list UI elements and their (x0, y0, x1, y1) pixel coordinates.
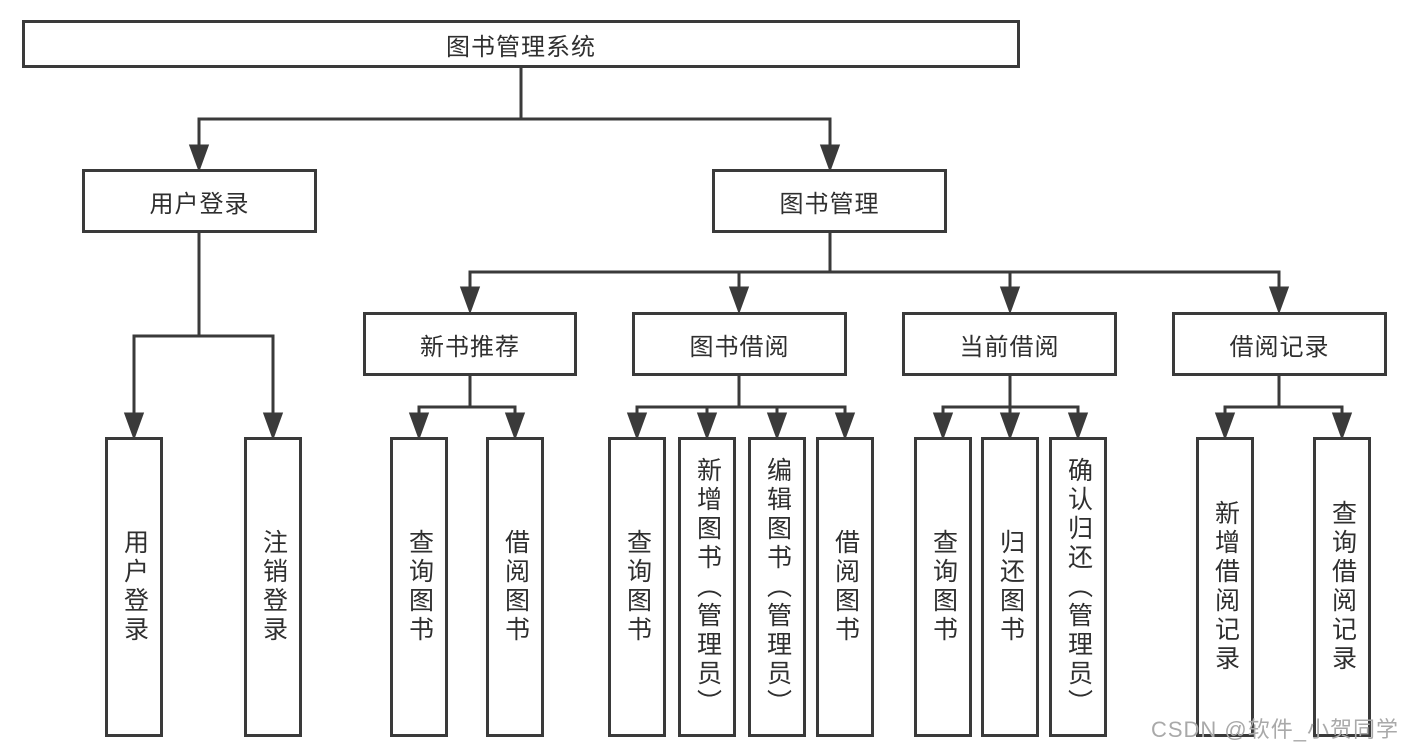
node-current-borrow-label: 当前借阅 (959, 333, 1060, 361)
node-new-book-recommend-label: 新书推荐 (420, 333, 520, 361)
node-book-borrow: 图书借阅 (632, 312, 847, 376)
leaf-user-login: 用户登录 (105, 437, 163, 737)
node-borrow-records: 借阅记录 (1172, 312, 1387, 376)
leaf-user-login-label: 用户登录 (120, 529, 149, 645)
leaf-borrow-query-books: 查询图书 (608, 437, 666, 737)
node-root-system-label: 图书管理系统 (446, 33, 596, 61)
leaf-add-book-admin: 新增图书（管理员） (678, 437, 736, 737)
leaf-logout: 注销登录 (244, 437, 302, 737)
leaf-current-query-books: 查询图书 (914, 437, 972, 737)
leaf-recommend-borrow-books: 借阅图书 (486, 437, 544, 737)
node-user-login: 用户登录 (82, 169, 317, 233)
node-borrow-records-label: 借阅记录 (1229, 333, 1330, 361)
leaf-recommend-query-books-label: 查询图书 (405, 529, 434, 645)
node-new-book-recommend: 新书推荐 (363, 312, 577, 376)
leaf-add-book-admin-label: 新增图书（管理员） (693, 456, 722, 718)
node-book-management-label: 图书管理 (779, 190, 880, 218)
leaf-borrow-book-label: 借阅图书 (831, 529, 860, 645)
leaf-add-borrow-record: 新增借阅记录 (1196, 437, 1254, 737)
leaf-borrow-book: 借阅图书 (816, 437, 874, 737)
leaf-confirm-return-admin-label: 确认归还（管理员） (1064, 456, 1093, 718)
leaf-current-query-books-label: 查询图书 (929, 529, 958, 645)
leaf-recommend-borrow-books-label: 借阅图书 (501, 529, 530, 645)
leaf-return-book: 归还图书 (981, 437, 1039, 737)
leaf-confirm-return-admin: 确认归还（管理员） (1049, 437, 1107, 737)
leaf-query-borrow-record-label: 查询借阅记录 (1328, 500, 1357, 674)
node-book-borrow-label: 图书借阅 (689, 333, 790, 361)
leaf-recommend-query-books: 查询图书 (390, 437, 448, 737)
leaf-add-borrow-record-label: 新增借阅记录 (1211, 500, 1240, 674)
leaf-query-borrow-record: 查询借阅记录 (1313, 437, 1371, 737)
csdn-watermark: CSDN @软件_小贺同学 (1150, 717, 1399, 742)
node-user-login-label: 用户登录 (149, 190, 250, 218)
node-current-borrow: 当前借阅 (902, 312, 1117, 376)
leaf-edit-book-admin: 编辑图书（管理员） (748, 437, 806, 737)
leaf-borrow-query-books-label: 查询图书 (623, 529, 652, 645)
leaf-return-book-label: 归还图书 (996, 529, 1025, 645)
leaf-logout-label: 注销登录 (259, 529, 288, 645)
node-root-system: 图书管理系统 (22, 20, 1020, 68)
leaf-edit-book-admin-label: 编辑图书（管理员） (763, 456, 792, 718)
node-book-management: 图书管理 (712, 169, 947, 233)
